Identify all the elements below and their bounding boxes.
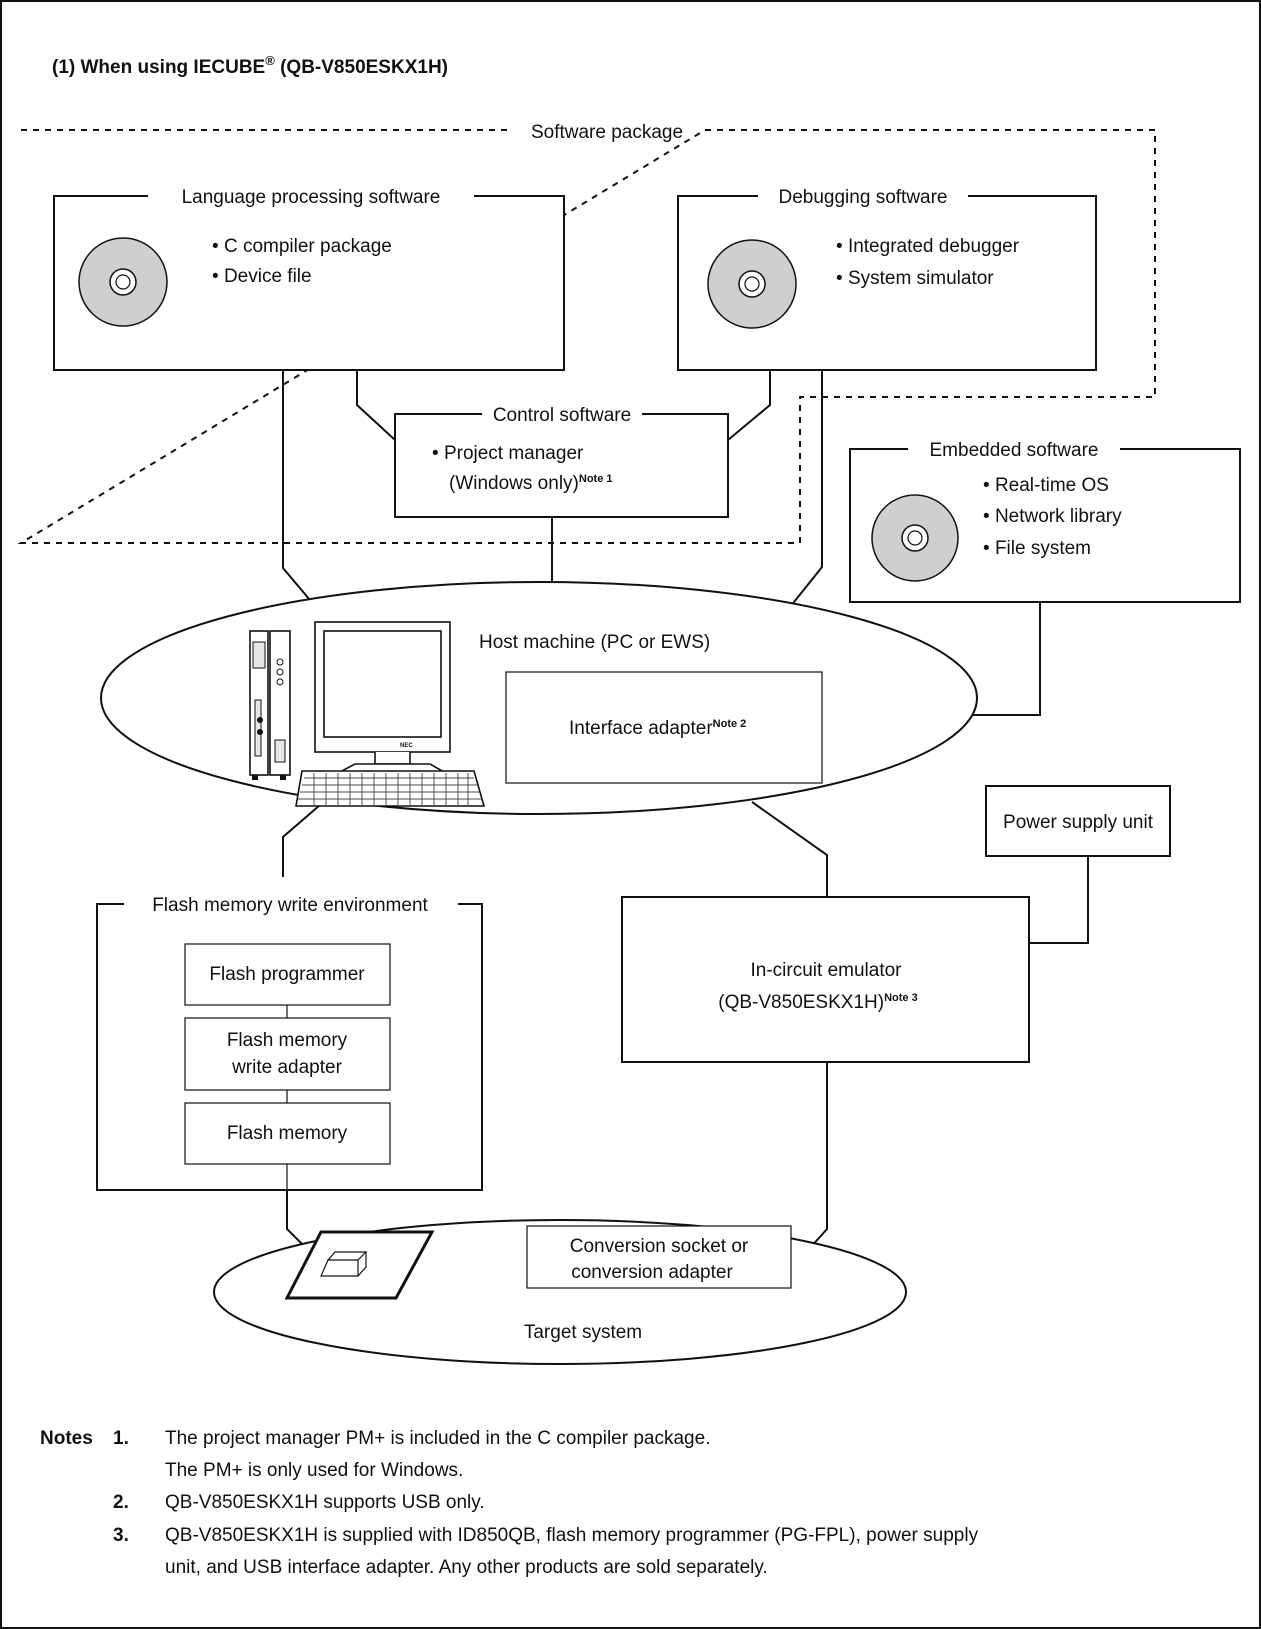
flash-write-environment-box: Flash memory write environment Flash pro… [96,894,483,1191]
in-circuit-emulator-box: In-circuit emulator (QB-V850ESKX1H)Note … [621,896,1030,1063]
note-2-line-1: QB-V850ESKX1H supports USB only. [165,1492,485,1513]
note-3-line-1: QB-V850ESKX1H is supplied with ID850QB, … [165,1525,979,1546]
debugging-software-box: Debugging software • Integrated debugger… [677,186,1097,371]
language-item-1: • Device file [212,266,312,287]
software-package-label: Software package [531,122,683,143]
flash-memory-box [184,1102,391,1165]
flash-write-environment-title: Flash memory write environment [152,895,428,916]
debugging-item-0: • Integrated debugger [836,236,1020,257]
note-3-number: 3. [113,1525,129,1546]
control-software-title: Control software [493,405,631,426]
embedded-software-box: Embedded software • Real-time OS • Netwo… [849,439,1241,603]
interface-adapter-box [505,671,823,784]
cd-disc-icon [871,494,959,582]
target-system-ellipse: Conversion socket or conversion adapter … [213,1219,907,1365]
note-3-line-2: unit, and USB interface adapter. Any oth… [165,1557,768,1578]
flash-write-adapter-box [184,1017,391,1091]
flash-write-adapter-label-2: write adapter [231,1057,343,1078]
power-supply-box: Power supply unit [985,785,1171,857]
conversion-socket-label-2: conversion adapter [571,1262,733,1283]
keyboard-icon [295,770,486,807]
debugging-software-title: Debugging software [779,187,948,208]
conversion-socket-box [526,1225,792,1289]
software-package-region: Software package [17,122,1156,544]
embedded-software-title: Embedded software [930,440,1099,461]
target-system-label: Target system [524,1322,642,1343]
note-2-number: 2. [113,1492,129,1513]
control-item-line1: • Project manager [432,443,584,464]
note-1-line-1: The project manager PM+ is included in t… [165,1428,710,1449]
interface-adapter-label: Interface adapterNote 2 [569,718,746,739]
note-1-line-2: The PM+ is only used for Windows. [165,1460,463,1481]
debugging-item-1: • System simulator [836,268,994,289]
conversion-socket-label-1: Conversion socket or [570,1236,749,1257]
embedded-item-2: • File system [983,538,1091,559]
emulator-label-2: (QB-V850ESKX1H)Note 3 [718,992,917,1013]
notes-section: Notes 1. The project manager PM+ is incl… [40,1428,979,1578]
notes-heading: Notes [40,1428,93,1449]
flash-memory-label: Flash memory [227,1123,348,1144]
section-title: (1) When using IECUBE® (QB-V850ESKX1H) [52,53,448,78]
flash-write-adapter-label-1: Flash memory [227,1030,348,1051]
monitor-brand-label: NEC [400,743,413,749]
monitor-icon: NEC [314,621,451,773]
cd-disc-icon [78,237,168,327]
host-machine-label: Host machine (PC or EWS) [479,632,710,653]
note-1-number: 1. [113,1428,129,1449]
connector-lines [282,370,1089,1259]
pc-tower-icon [249,630,291,780]
power-supply-label: Power supply unit [1003,812,1154,833]
embedded-item-0: • Real-time OS [983,475,1109,496]
host-machine-ellipse: Host machine (PC or EWS) Interface adapt… [100,581,978,815]
control-item-line2: (Windows only)Note 1 [449,473,613,494]
cd-disc-icon [707,239,797,329]
language-processing-box: Language processing software • C compile… [53,186,565,371]
emulator-label-1: In-circuit emulator [751,960,903,981]
control-software-box: Control software • Project manager (Wind… [394,404,729,518]
flash-programmer-label: Flash programmer [209,964,365,985]
target-board-icon [284,1230,435,1300]
embedded-item-1: • Network library [983,506,1122,527]
flash-programmer-box [184,943,391,1006]
language-item-0: • C compiler package [212,236,392,257]
language-processing-title: Language processing software [182,187,441,208]
